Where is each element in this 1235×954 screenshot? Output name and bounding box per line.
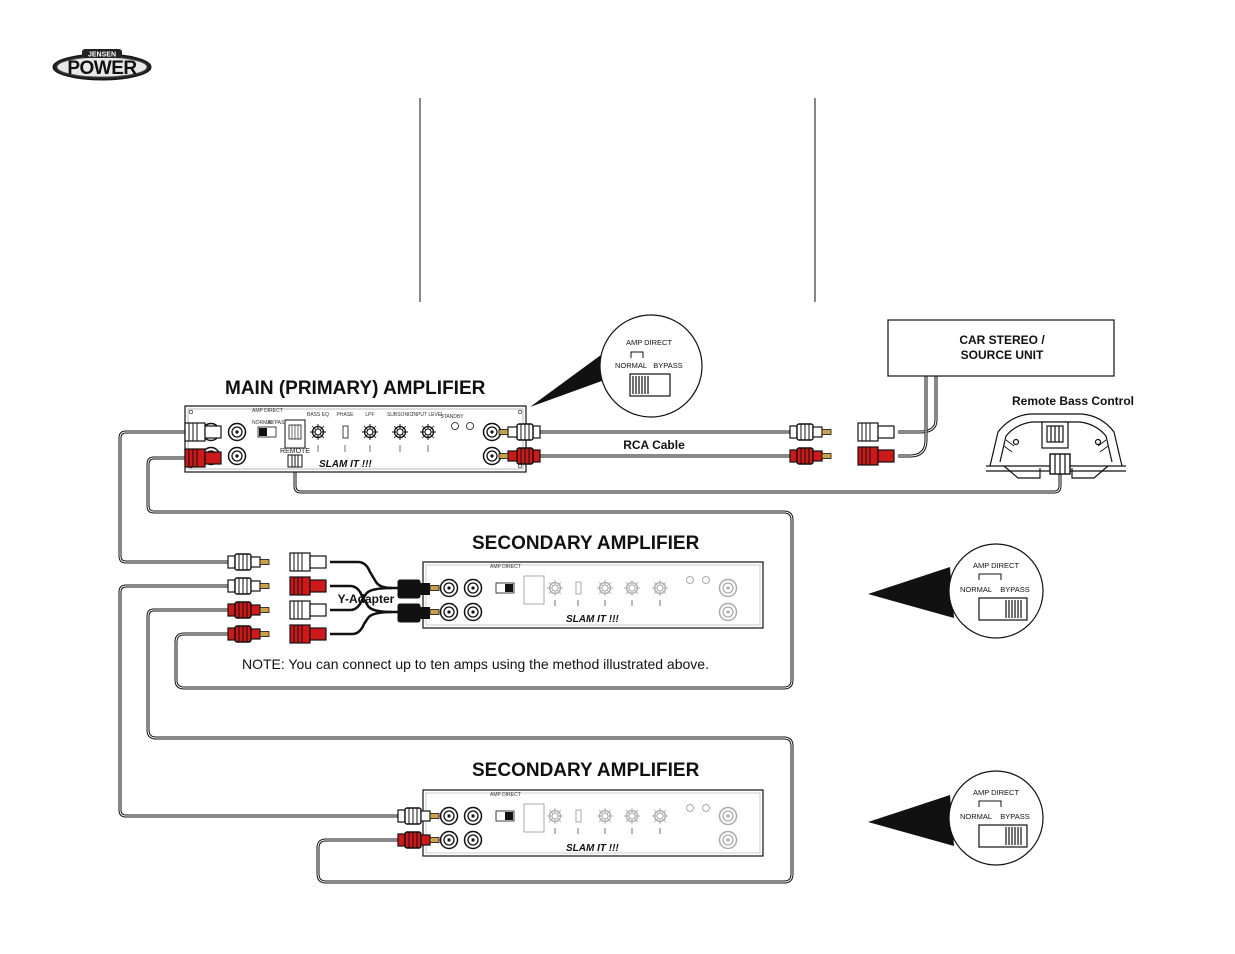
main-amplifier: AMP DIRECT NORMAL BYPASS REMOTE BASS EQ … — [184, 405, 527, 473]
callout-header: AMP DIRECT — [973, 788, 1020, 797]
jensen-power-logo: JENSEN POWER — [52, 49, 152, 81]
switch-callout-bypass: AMP DIRECT NORMAL BYPASS — [868, 770, 1044, 866]
input-level-knob[interactable] — [419, 423, 437, 441]
switch-callout-bypass: AMP DIRECT NORMAL BYPASS — [868, 543, 1044, 639]
rca-cable-label: RCA Cable — [623, 438, 685, 452]
y-adapter-white-jack[interactable] — [289, 600, 327, 620]
cables — [118, 376, 1062, 884]
slam-it-label: SLAM IT !!! — [566, 843, 619, 854]
rca-jack[interactable] — [482, 422, 502, 442]
rca-output-jack[interactable] — [227, 446, 247, 466]
callout-bypass: BYPASS — [653, 361, 682, 370]
source-unit-label-2: SOURCE UNIT — [961, 348, 1044, 362]
y-adapter-label: Y-Adapter — [338, 592, 395, 606]
callout-normal: NORMAL — [960, 812, 992, 821]
callout-normal: NORMAL — [960, 585, 992, 594]
source-white-plug[interactable] — [857, 422, 895, 442]
logo-text: POWER — [67, 58, 137, 79]
rca-cable-red-plug[interactable] — [789, 447, 832, 465]
callout-header: AMP DIRECT — [973, 561, 1020, 570]
remote-bass-control — [986, 413, 1126, 479]
secondary-amplifier-2: AMP DIRECT SLAM IT !!! — [422, 789, 764, 857]
main-amp-title: MAIN (PRIMARY) AMPLIFIER — [225, 378, 486, 399]
callout-switch — [629, 373, 671, 397]
y-adapter-red-jack[interactable] — [289, 576, 327, 596]
note-text: NOTE: You can connect up to ten amps usi… — [242, 656, 709, 672]
rca-output-jack[interactable] — [227, 422, 247, 442]
y-adapter-white-plug[interactable] — [227, 553, 270, 571]
remote-label: REMOTE — [280, 448, 310, 455]
subsonic-label: SUBSONIC — [387, 412, 414, 418]
source-unit-label-1: CAR STEREO / — [959, 333, 1045, 347]
rca-cable-white-plug[interactable] — [789, 423, 832, 441]
normal-label: NORMAL — [252, 420, 274, 426]
callout-switch — [978, 824, 1028, 848]
y-adapter-red-jack[interactable] — [289, 624, 327, 644]
y-adapter-red-plug[interactable] — [227, 625, 270, 643]
phase-switch[interactable] — [342, 425, 349, 439]
input-level-label: INPUT LEVEL — [412, 412, 444, 418]
standby-led — [451, 422, 459, 430]
y-adapter — [227, 552, 440, 644]
phase-label: PHASE — [337, 412, 355, 418]
bass-eq-label: BASS EQ — [307, 412, 329, 418]
rca-jack[interactable] — [482, 446, 502, 466]
slam-it-label: SLAM IT !!! — [319, 459, 372, 470]
secondary-amp-2-title: SECONDARY AMPLIFIER — [472, 760, 700, 781]
power-led — [466, 422, 474, 430]
amp-direct-label: AMP DIRECT — [252, 408, 283, 414]
source-red-plug[interactable] — [857, 446, 895, 466]
logo-brand: JENSEN — [88, 52, 116, 59]
callout-switch — [978, 597, 1028, 621]
secondary-amplifier-1: AMP DIRECT SLAM IT !!! — [422, 561, 764, 629]
lpf-knob[interactable] — [361, 423, 379, 441]
remote-bass-control-label: Remote Bass Control — [1012, 394, 1134, 408]
source-unit: CAR STEREO / SOURCE UNIT — [887, 319, 1115, 377]
svg-text:AMP DIRECT: AMP DIRECT — [490, 564, 521, 570]
main-amp-left-red-plug[interactable] — [184, 448, 222, 468]
bass-eq-knob[interactable] — [309, 423, 327, 441]
callout-bypass: BYPASS — [1000, 812, 1029, 821]
svg-text:AMP DIRECT: AMP DIRECT — [490, 792, 521, 798]
lpf-label: LPF — [365, 412, 374, 418]
secondary-amp-1-title: SECONDARY AMPLIFIER — [472, 533, 700, 554]
y-adapter-red-plug[interactable] — [227, 601, 270, 619]
callout-bypass: BYPASS — [1000, 585, 1029, 594]
subsonic-knob[interactable] — [391, 423, 409, 441]
callout-header: AMP DIRECT — [626, 338, 673, 347]
slam-it-label: SLAM IT !!! — [566, 614, 619, 625]
main-amp-left-white-plug[interactable] — [184, 422, 222, 442]
bypass-label: BYPASS — [268, 420, 288, 426]
y-adapter-white-plug[interactable] — [227, 577, 270, 595]
switch-callout-normal: AMP DIRECT NORMAL BYPASS — [530, 314, 703, 418]
y-adapter-white-jack[interactable] — [289, 552, 327, 572]
callout-normal: NORMAL — [615, 361, 647, 370]
standby-label: STANDBY — [440, 414, 464, 420]
